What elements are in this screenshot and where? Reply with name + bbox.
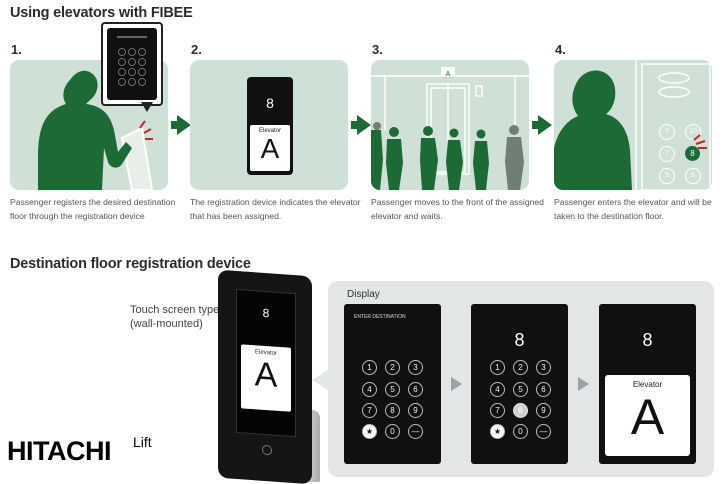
elevator-letter: A: [260, 133, 280, 164]
assigned-device-screen: 8 Elevator A: [247, 77, 293, 175]
logo-suffix: Lift: [133, 434, 152, 450]
elevator-lobby-illustration: A: [371, 67, 529, 190]
assigned-floor: 8: [266, 95, 274, 111]
keypad-popup: [101, 22, 163, 112]
registration-device: 8 Elevator A: [218, 269, 312, 484]
floor-button-8-lit: 8: [685, 146, 700, 161]
assigned-elevator-panel: Elevator A: [605, 375, 690, 456]
step-2-caption-line-1: The registration device indicates the el…: [190, 197, 361, 207]
display-arrow-2: [578, 377, 589, 391]
accessibility-button-icon: [262, 444, 272, 456]
key-dash[interactable]: —: [536, 424, 551, 439]
key-7[interactable]: 7: [362, 403, 377, 418]
assigned-elevator-card: Elevator A: [250, 125, 290, 171]
step-arrow-1-stem: [171, 121, 177, 129]
logo-brand: HITACHI: [7, 436, 112, 466]
step-arrow-3: [538, 115, 552, 135]
step-arrow-1: [177, 115, 191, 135]
step-1-caption-line-2: floor through the registration device: [10, 210, 145, 221]
assigned-elevator-label: Elevator: [632, 380, 663, 389]
display-assigned-elevator: 8 Elevator A: [599, 304, 696, 464]
key-9[interactable]: 9: [536, 403, 551, 418]
display-label: Display: [347, 289, 380, 300]
step-2-caption: The registration device indicates the el…: [190, 196, 365, 223]
step-2-caption-line-2: that has been assigned.: [190, 210, 282, 221]
passenger-registering-illustration: [38, 70, 154, 190]
page-title: Using elevators with FIBEE: [10, 5, 193, 21]
key-6[interactable]: 6: [536, 382, 551, 397]
passenger-in-elevator-illustration: [554, 60, 711, 190]
step-4-illustration: 9 10 7 8 5 6: [554, 60, 712, 190]
entered-floor: 8: [514, 330, 525, 350]
popup-keypad-graphic: [117, 36, 147, 86]
floor-button-9: 9: [659, 124, 675, 140]
device-elevator-letter: A: [254, 355, 278, 395]
popup-screen: [107, 28, 157, 100]
key-8[interactable]: 8: [385, 403, 400, 418]
device-type-line-1: Touch screen type: [130, 304, 220, 316]
hitachi-lift-logo: HITACHI Lift: [4, 430, 166, 474]
step-4-caption-line-2: taken to the destination floor.: [554, 210, 664, 221]
floor-button-10: 10: [685, 124, 701, 140]
lobby-sign-letter: A: [446, 71, 451, 78]
enter-destination-header: ENTER DESTINATION: [354, 314, 406, 320]
assigned-elevator-letter: A: [630, 389, 665, 445]
step-arrow-2-stem: [351, 121, 357, 129]
step-2-number: 2.: [191, 42, 202, 57]
key-star[interactable]: ★: [490, 424, 505, 439]
display-enter-destination: ENTER DESTINATION 1 2 3 4 5 6 7 8 9 ★ 0 …: [344, 304, 441, 464]
step-3-caption-line-1: Passenger moves to the front of the assi…: [371, 197, 544, 207]
step-1-caption-line-1: Passenger registers the desired destinat…: [10, 197, 176, 207]
floor-button-7: 7: [659, 146, 675, 162]
floor-button-6: 6: [685, 168, 701, 184]
display-panel-pointer: [312, 370, 328, 390]
key-6[interactable]: 6: [408, 382, 423, 397]
device-floor: 8: [262, 305, 270, 321]
key-star[interactable]: ★: [362, 424, 377, 439]
step-3-caption: Passenger moves to the front of the assi…: [371, 196, 546, 223]
assigned-floor-display: 8: [642, 330, 653, 350]
step-3-caption-line-2: elevator and waits.: [371, 210, 443, 221]
step-1-caption: Passenger registers the desired destinat…: [10, 196, 180, 223]
key-2[interactable]: 2: [385, 360, 400, 375]
floor-button-5: 5: [659, 168, 675, 184]
section-title: Destination floor registration device: [10, 256, 251, 272]
key-8-pressed[interactable]: 8: [513, 403, 528, 418]
key-dash[interactable]: —: [408, 424, 423, 439]
key-4[interactable]: 4: [362, 382, 377, 397]
display-arrow-1: [451, 377, 462, 391]
key-2[interactable]: 2: [513, 360, 528, 375]
device-elevator-card: Elevator A: [241, 344, 291, 412]
step-4-caption: Passenger enters the elevator and will b…: [554, 196, 719, 223]
key-1[interactable]: 1: [362, 360, 377, 375]
key-3[interactable]: 3: [536, 360, 551, 375]
key-9[interactable]: 9: [408, 403, 423, 418]
elevator-label: Elevator: [258, 128, 281, 134]
key-0[interactable]: 0: [513, 424, 528, 439]
step-4-caption-line-1: Passenger enters the elevator and will b…: [554, 197, 712, 207]
step-3-illustration: A: [371, 60, 529, 190]
step-4-number: 4.: [555, 42, 566, 57]
step-arrow-2: [357, 115, 371, 135]
key-3[interactable]: 3: [408, 360, 423, 375]
key-1[interactable]: 1: [490, 360, 505, 375]
popup-pointer: [141, 102, 153, 112]
key-7[interactable]: 7: [490, 403, 505, 418]
press-mark-icon: [693, 134, 707, 149]
device-type-line-2: (wall-mounted): [130, 318, 203, 330]
device-type-label: Touch screen type (wall-mounted): [130, 303, 219, 331]
step-arrow-3-stem: [532, 121, 538, 129]
step-2-illustration: 8 Elevator A: [190, 60, 348, 190]
device-screen: 8 Elevator A: [236, 288, 296, 438]
key-4[interactable]: 4: [490, 382, 505, 397]
display-floor-entered: 8 1 2 3 4 5 6 7 8 9 ★ 0 —: [471, 304, 568, 464]
step-1-number: 1.: [11, 42, 22, 57]
key-5[interactable]: 5: [513, 382, 528, 397]
key-0[interactable]: 0: [385, 424, 400, 439]
step-3-number: 3.: [372, 42, 383, 57]
key-5[interactable]: 5: [385, 382, 400, 397]
